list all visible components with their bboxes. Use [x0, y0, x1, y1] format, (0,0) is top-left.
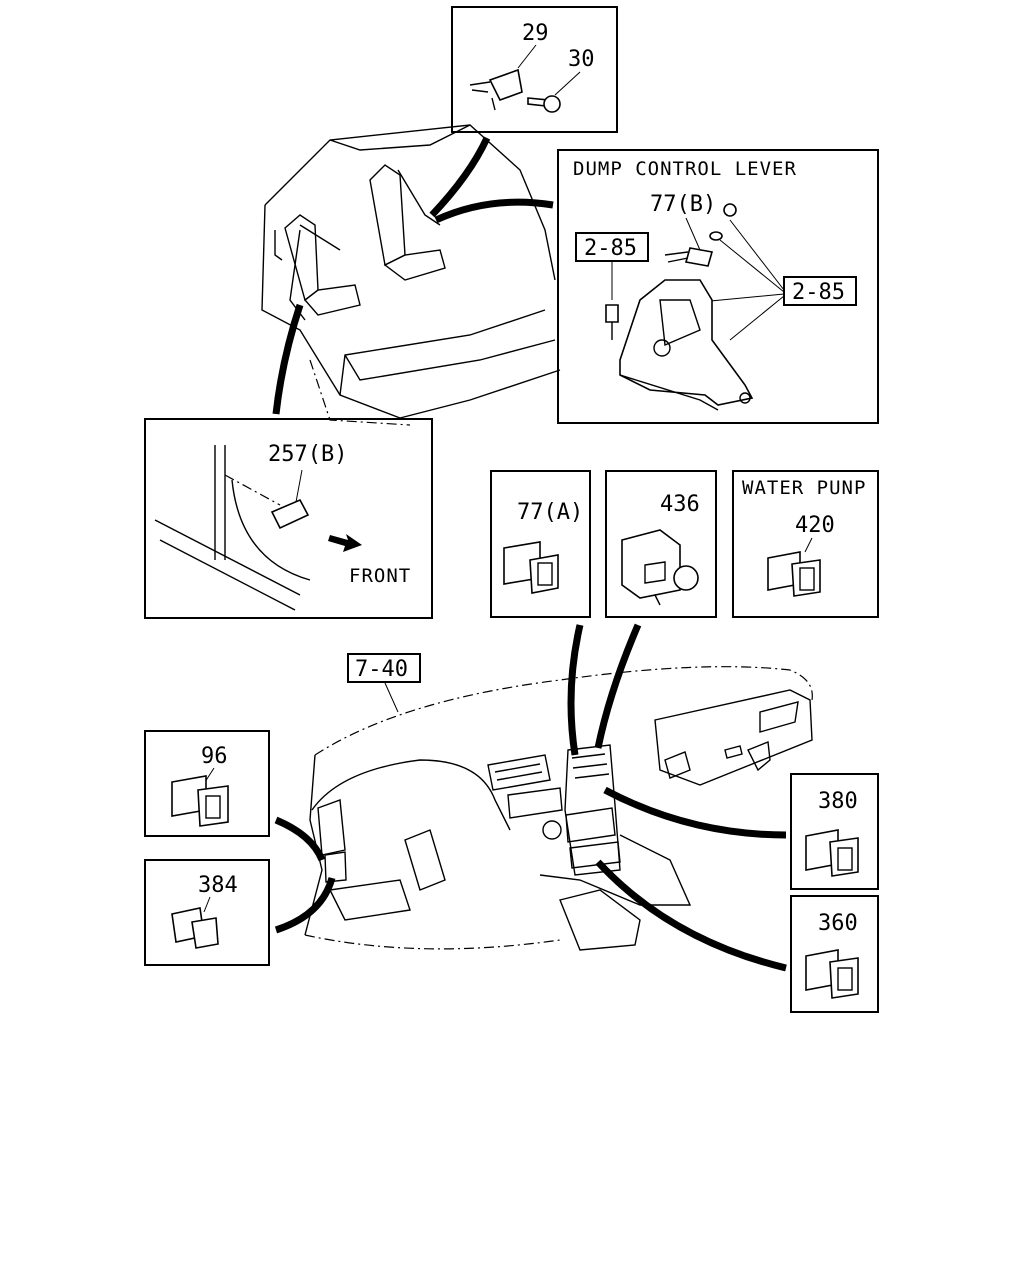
- lever-switch-77b-icon: [664, 247, 714, 267]
- callout-box-29-30: 29 30: [451, 6, 618, 133]
- label-2-85-right: 2-85: [792, 280, 845, 305]
- leader-436: [594, 623, 642, 749]
- dump-control-title: DUMP CONTROL LEVER: [573, 158, 797, 180]
- switch-96-icon: [171, 775, 229, 827]
- front-label: FRONT: [349, 565, 411, 587]
- leader-380: [603, 786, 787, 839]
- callout-box-384: 384: [144, 859, 270, 966]
- callout-box-96: 96: [144, 730, 270, 837]
- leader-360: [595, 859, 787, 972]
- ref-box-7-40: [347, 653, 421, 683]
- water-pump-title: WATER PUNP: [742, 477, 866, 499]
- label-96: 96: [201, 744, 228, 769]
- bolt-30-icon: [527, 95, 561, 113]
- callout-box-436: 436: [605, 470, 717, 618]
- label-436: 436: [660, 492, 700, 517]
- label-77b: 77(B): [650, 192, 716, 217]
- leader-96: [274, 816, 326, 862]
- label-77a: 77(A): [517, 500, 583, 525]
- ref-box-2-85-right: [783, 276, 857, 306]
- cab-illustration: [261, 124, 561, 426]
- callout-box-water-pump: WATER PUNP 420: [732, 470, 879, 618]
- leader-77a: [567, 624, 584, 756]
- switch-77a-icon: [503, 541, 559, 594]
- lever-console-icon: [619, 279, 754, 411]
- rotary-switch-436-icon: [621, 529, 699, 606]
- callout-box-380: 380: [790, 773, 879, 890]
- label-420: 420: [795, 513, 835, 538]
- dashboard-illustration: 7-40: [304, 653, 813, 951]
- label-30: 30: [568, 47, 595, 72]
- switch-257b-icon: [270, 498, 310, 530]
- callout-box-77a: 77(A): [490, 470, 591, 618]
- front-arrow-icon: [328, 534, 362, 552]
- leader-29: [429, 136, 491, 218]
- bracket-29-icon: [469, 68, 523, 111]
- leader-384: [274, 876, 336, 934]
- label-29: 29: [522, 21, 549, 46]
- leader-dump-lever: [434, 198, 554, 224]
- switch-380-icon: [805, 829, 859, 877]
- callout-box-dump-control-lever: DUMP CONTROL LEVER 77(B) 2-85 2-85: [557, 149, 879, 424]
- callout-box-360: 360: [790, 895, 879, 1013]
- label-380: 380: [818, 789, 858, 814]
- label-384: 384: [198, 873, 238, 898]
- callout-box-257b: 257(B) FRONT: [144, 418, 433, 619]
- screw-icon: [605, 203, 737, 340]
- switch-360-icon: [805, 949, 859, 999]
- label-7-40: 7-40: [355, 657, 408, 682]
- switch-420-icon: [767, 551, 821, 597]
- ref-box-2-85-left: [575, 232, 649, 262]
- label-257b: 257(B): [268, 442, 347, 467]
- label-360: 360: [818, 911, 858, 936]
- switch-384-icon: [171, 907, 219, 949]
- leader-257b: [272, 303, 304, 415]
- label-2-85-left: 2-85: [584, 236, 637, 261]
